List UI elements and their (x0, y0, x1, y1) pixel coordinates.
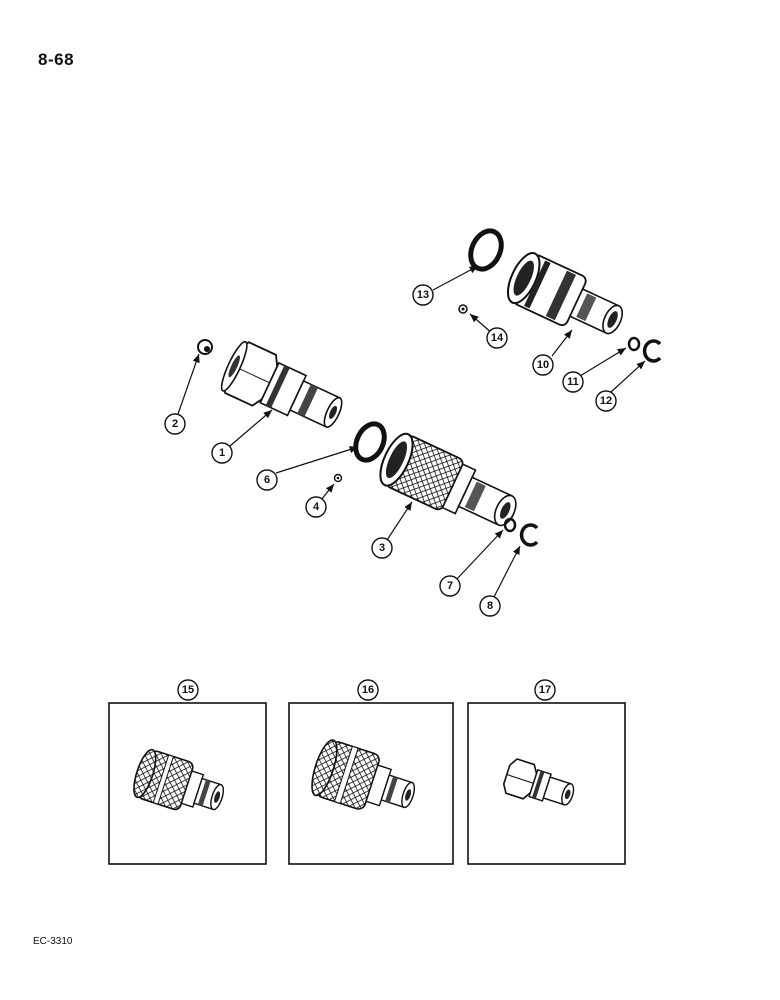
part-11-washer (627, 336, 641, 352)
panel-17 (467, 702, 626, 865)
callout-12: 12 (595, 390, 617, 412)
callout-3: 3 (371, 537, 393, 559)
panel-17-nipple (502, 758, 575, 806)
panel-16-coupler (311, 739, 416, 810)
panel-15 (108, 702, 267, 865)
svg-text:17: 17 (539, 684, 551, 696)
callout-11: 11 (562, 371, 584, 393)
svg-text:11: 11 (567, 376, 579, 388)
part-7-washer (503, 517, 517, 533)
callout-15: 15 (177, 679, 199, 701)
callout-16: 16 (357, 679, 379, 701)
part-3-knurled-coupler (379, 432, 517, 527)
svg-text:6: 6 (264, 474, 270, 486)
svg-text:7: 7 (447, 580, 453, 592)
callout-17: 17 (534, 679, 556, 701)
svg-text:10: 10 (537, 359, 549, 371)
figure-code: EC-3310 (33, 936, 73, 947)
callout-1: 1 (211, 442, 233, 464)
part-14-ball (458, 304, 468, 314)
svg-text:12: 12 (600, 395, 612, 407)
svg-text:1: 1 (219, 447, 225, 459)
part-4-ball (333, 473, 343, 483)
part-2-ball (197, 339, 213, 355)
part-12-snap-ring (642, 339, 662, 363)
svg-text:16: 16 (362, 684, 374, 696)
callout-6: 6 (256, 469, 278, 491)
panel-16 (288, 702, 454, 865)
part-13-o-ring (468, 228, 504, 272)
callout-13: 13 (412, 284, 434, 306)
callout-2: 2 (164, 413, 186, 435)
svg-text:2: 2 (172, 418, 178, 430)
svg-text:13: 13 (417, 289, 429, 301)
svg-text:4: 4 (313, 501, 320, 513)
part-10-coupler-body (506, 252, 623, 335)
svg-text:15: 15 (182, 684, 194, 696)
callout-14: 14 (486, 327, 508, 349)
page-number: 8-68 (38, 50, 75, 69)
panel-15-coupler (133, 748, 225, 811)
part-6-o-ring (353, 421, 387, 463)
leader-lines (177, 265, 646, 598)
callout-8: 8 (479, 595, 501, 617)
part-1-nipple (220, 340, 343, 428)
callout-10: 10 (532, 354, 554, 376)
part-8-snap-ring (519, 523, 539, 547)
callout-4: 4 (305, 496, 327, 518)
svg-text:8: 8 (487, 600, 493, 612)
svg-text:14: 14 (491, 332, 504, 344)
svg-text:3: 3 (379, 542, 385, 554)
callout-7: 7 (439, 575, 461, 597)
